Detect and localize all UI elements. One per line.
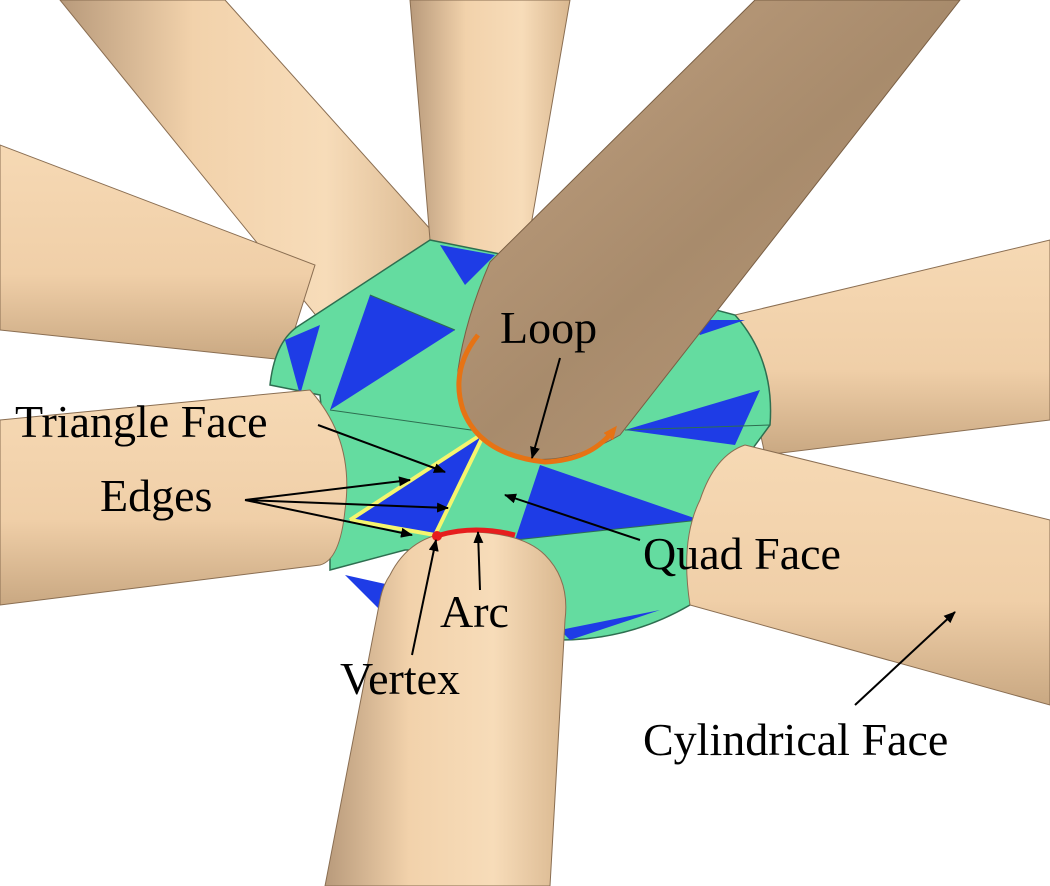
arc-arrow	[473, 531, 484, 591]
cylinder-left-middle	[0, 389, 348, 606]
cylinder-right-upper	[734, 239, 1050, 456]
label-triangle-face: Triangle Face	[15, 396, 268, 447]
label-loop: Loop	[500, 302, 597, 353]
cylindrical-face-arrow	[854, 611, 956, 706]
loop-arrow	[530, 357, 561, 459]
triangle-face	[560, 610, 660, 640]
vertex-arrow	[411, 539, 439, 656]
triangle-face	[345, 575, 390, 610]
edges-arrow-3	[244, 499, 413, 538]
label-arc: Arc	[440, 586, 509, 637]
background-cylinders	[0, 0, 1050, 456]
edges-arrow-1	[244, 476, 411, 501]
quad-face-arrow	[504, 493, 641, 541]
vertex-point	[432, 531, 442, 541]
edge	[433, 431, 487, 536]
annotation-arrows	[244, 357, 956, 706]
loop-highlight	[456, 333, 617, 465]
edges-arrow-2	[244, 499, 449, 513]
quad-face	[435, 432, 515, 540]
triangle-face	[330, 295, 455, 410]
triangle-face	[515, 465, 700, 540]
triangle-face	[625, 390, 760, 445]
annotation-labels: Loop Triangle Face Edges Quad Face Arc V…	[15, 302, 948, 765]
label-edges: Edges	[100, 470, 212, 521]
label-cylindrical-face: Cylindrical Face	[643, 714, 948, 765]
triangle-face	[440, 245, 495, 285]
label-vertex: Vertex	[340, 653, 460, 704]
label-quad-face: Quad Face	[643, 528, 841, 579]
triangle-face	[285, 325, 320, 395]
arc-highlight	[439, 527, 516, 538]
cylinder-right-lower	[686, 444, 1050, 706]
cylinder-bottom	[324, 531, 567, 886]
edge	[349, 518, 436, 537]
triangle-face-arrow	[317, 424, 446, 473]
highlighted-triangle-face	[350, 432, 485, 535]
